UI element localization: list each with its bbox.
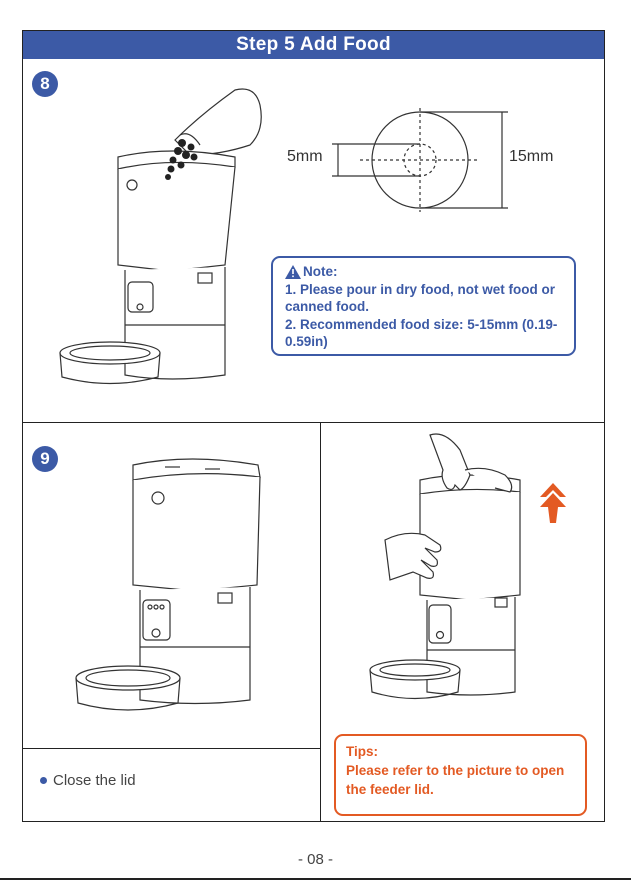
caption-divider [23,748,321,749]
feeder-closed-illustration [70,455,270,720]
warning-icon [285,265,301,279]
food-size-diagram [330,110,510,215]
tips-text: Please refer to the picture to open the … [346,761,575,799]
column-divider [320,422,321,822]
close-lid-caption: Close the lid [40,772,136,789]
tips-title: Tips: [346,742,575,761]
page-header: Step 5 Add Food [23,31,604,59]
dimension-small-label: 5mm [287,148,323,166]
feeder-opening-illustration [365,430,595,710]
row-divider [23,422,604,423]
dimension-large-label: 15mm [509,148,553,166]
note-line-2: 2. Recommended food size: 5-15mm (0.19-0… [285,316,562,351]
feeder-pouring-illustration [50,85,280,395]
note-line-1: 1. Please pour in dry food, not wet food… [285,281,562,316]
up-arrow-icon [538,483,568,525]
caption-text: Close the lid [53,772,136,789]
note-box: Note: 1. Please pour in dry food, not we… [271,256,576,356]
note-title: Note: [303,263,338,281]
tips-box: Tips: Please refer to the picture to ope… [334,734,587,816]
bottom-rule [0,878,631,880]
bullet-dot [40,777,47,784]
page-number: - 08 - [0,851,631,868]
step-9-badge: 9 [32,446,58,472]
